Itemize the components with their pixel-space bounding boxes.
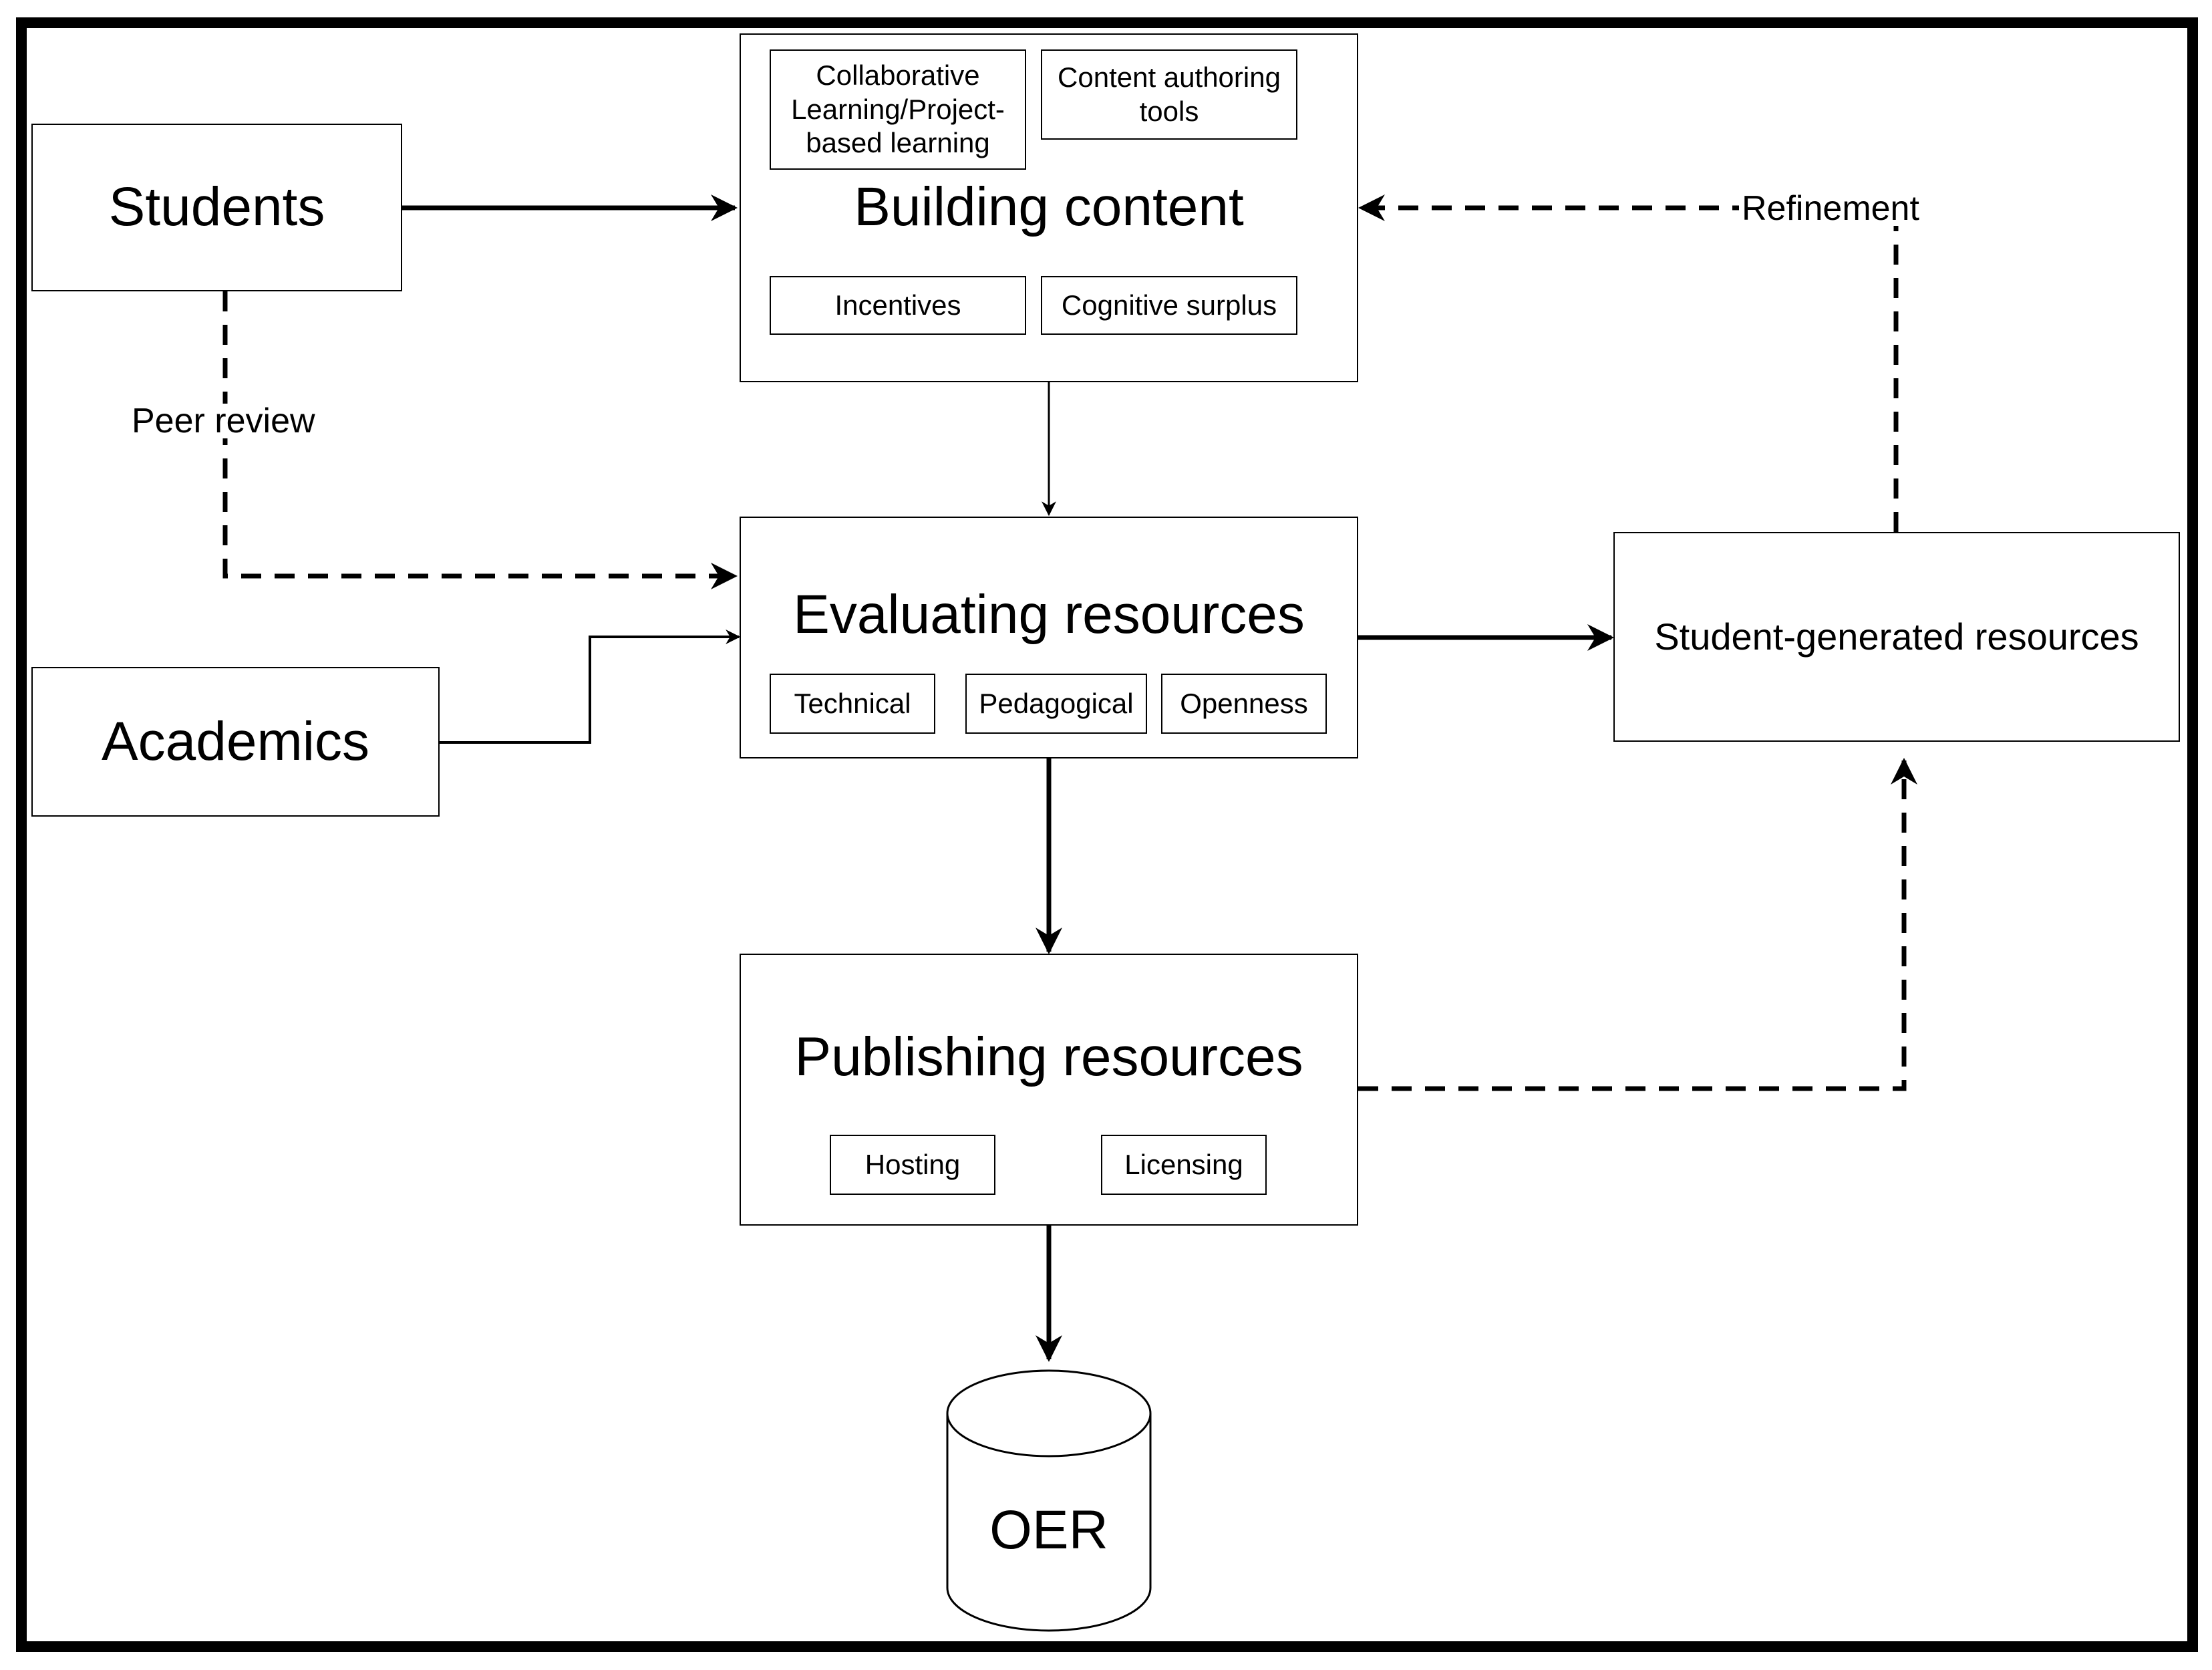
- item-openness: Openness: [1161, 674, 1327, 734]
- edge-publishing-student-generated: [1358, 758, 1917, 1091]
- students-node: [31, 124, 402, 291]
- refinement-label: Refinement: [1739, 191, 1922, 226]
- academics-node: [31, 667, 440, 817]
- item-cognitive-surplus: Cognitive surplus: [1041, 276, 1297, 335]
- building-content-title: Building content: [854, 176, 1244, 237]
- students-label: Students: [108, 176, 325, 238]
- item-incentives: Incentives: [770, 276, 1026, 335]
- edge-peer-review: [222, 291, 738, 589]
- outer-frame: [16, 17, 2198, 1652]
- item-licensing: Licensing: [1101, 1135, 1267, 1195]
- item-hosting: Hosting: [830, 1135, 995, 1195]
- academics-label: Academics: [101, 710, 370, 772]
- edge-refinement: [1358, 194, 1899, 532]
- item-pedagogical: Pedagogical: [965, 674, 1147, 734]
- publishing-resources-title: Publishing resources: [794, 1026, 1303, 1087]
- peer-review-label: Peer review: [129, 404, 318, 438]
- item-content-authoring-tools: Content authoring tools: [1041, 49, 1297, 140]
- item-technical: Technical: [770, 674, 935, 734]
- student-generated-resources-label: Student-generated resources: [1654, 615, 2139, 658]
- evaluating-resources-title: Evaluating resources: [793, 583, 1305, 645]
- oer-cylinder: [946, 1369, 1152, 1632]
- item-collaborative-learning: Collaborative Learning/Project-based lea…: [770, 49, 1026, 170]
- oer-label: OER: [989, 1499, 1108, 1560]
- student-generated-resources-node: [1613, 532, 2180, 742]
- edge-academics-evaluating: [440, 630, 741, 744]
